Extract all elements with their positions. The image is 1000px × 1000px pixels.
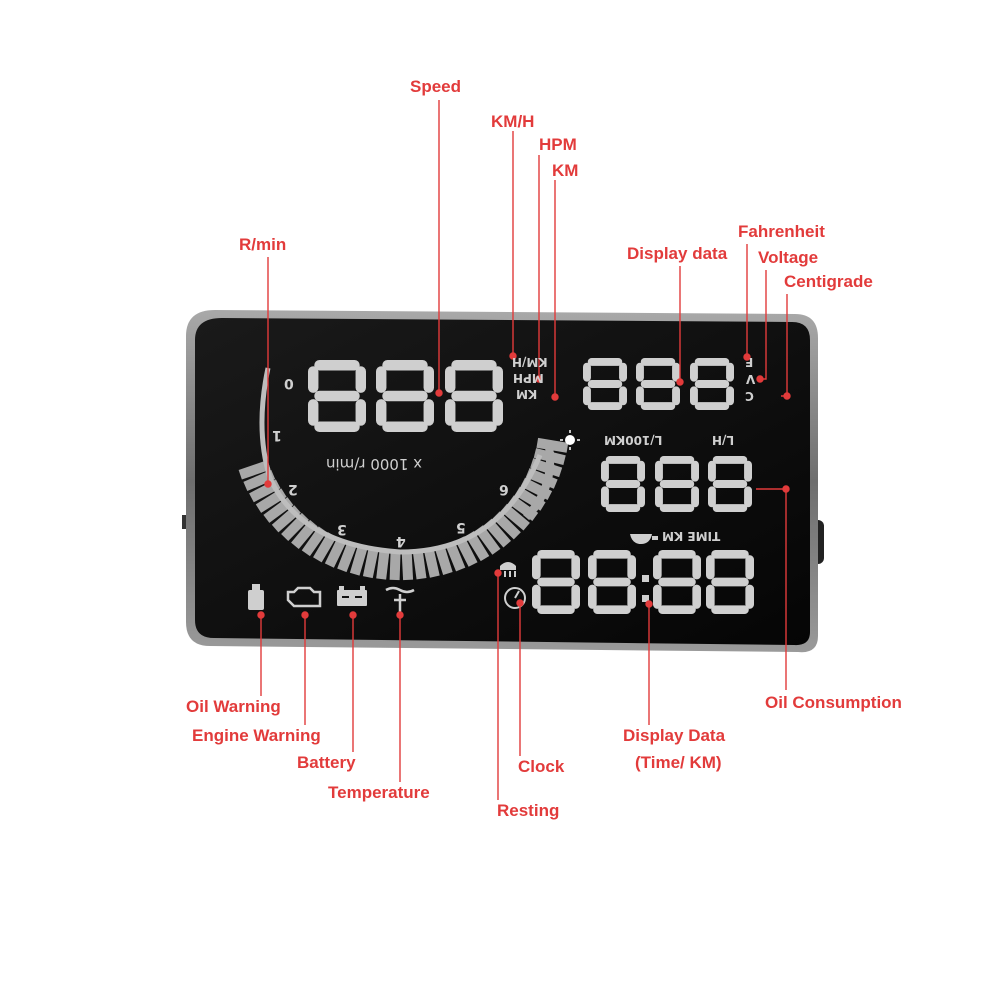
time-km-digit-3 [653,550,701,614]
speed-digit-1 [308,360,366,432]
oil-warning-icon [248,584,264,610]
time-km-digit-4 [706,550,754,614]
display-data-digit-2 [636,358,680,410]
rpm-tick-1: 1 [272,427,282,443]
display-data-digit-1 [583,358,627,410]
unit-f: F [745,355,754,369]
rpm-tick-6: 6 [499,481,509,497]
coffee-icon [630,534,658,544]
rpm-tick-5: 5 [456,519,466,535]
rpm-arc-line [259,367,543,555]
display-data-digits [583,358,734,410]
rpm-bar-segment [445,540,466,572]
callout-oil-warning: Oil Warning [186,697,281,716]
callout-display-data-time-line1: Display Data [623,726,726,745]
unit-c: C [745,389,754,403]
callout-speed: Speed [410,77,462,96]
rpm-scale-label: x 1000 r/min [326,455,423,473]
callout-voltage: Voltage [758,248,819,267]
callout-centigrade: Centigrade [784,272,873,291]
callout-resting: Resting [497,801,560,820]
callout-display-data: Display data [627,244,728,263]
oil-consumption-digit-3 [708,456,752,512]
rpm-bar-segment [401,550,414,581]
rpm-bar-segment [313,532,337,563]
rpm-bar-segment [324,537,347,568]
speed-digit-2 [376,360,434,432]
rpm-bar-segment [423,547,440,578]
rpm-bar-segment [376,549,390,580]
resting-icon [500,562,516,577]
time-km-label: TIME KM [662,529,721,543]
engine-warning-icon [286,586,322,608]
callout-fahrenheit: Fahrenheit [738,222,825,241]
callout-kmh: KM/H [491,112,535,131]
rpm-bar-segment [455,536,478,567]
rpm-bar-segment [544,440,555,458]
oil-consumption-digits [601,456,752,512]
speed-digit-3 [445,360,503,432]
callout-engine-warning: Engine Warning [192,726,321,745]
rpm-tick-4: 4 [396,533,406,549]
callout-display-data-time-line2: (Time/ KM) [635,753,722,772]
rpm-bar-segment [434,544,453,576]
callout-km: KM [552,161,579,180]
battery-icon [337,586,367,606]
time-km-digit-1 [532,550,580,614]
speed-display [308,360,503,432]
rpm-bar-segment [337,541,357,573]
time-km-digits [532,550,754,614]
callout-clock: Clock [518,757,565,776]
light-sensor-icon [560,430,580,450]
callout-oil-consumption: Oil Consumption [765,693,902,712]
callout-temperature: Temperature [328,783,430,802]
time-colon-bottom [642,595,649,602]
rpm-bar-segment [412,549,427,580]
rpm-bar-segment [389,550,401,581]
unit-kmh: KM/H [512,355,548,369]
rpm-bar-segment [238,460,271,480]
time-km-digit-2 [588,550,636,614]
callout-rmin: R/min [239,235,287,254]
rpm-tick-3: 3 [337,521,347,537]
unit-l-100km: L/100KM [604,433,663,447]
callout-battery: Battery [297,753,356,772]
callout-hpm: HPM [539,135,577,154]
rpm-tick-2: 2 [288,481,298,497]
time-colon-top [642,575,649,582]
leader-lines [257,100,791,800]
rpm-bar-segment [362,547,379,579]
unit-km: KM [516,387,538,401]
oil-consumption-digit-2 [655,456,699,512]
rpm-bar-segment [349,545,368,576]
rpm-tick-0: 0 [284,375,294,391]
unit-l-h: L/H [712,433,735,447]
unit-v: V [746,372,756,386]
clock-icon [504,587,526,609]
oil-consumption-digit-1 [601,456,645,512]
unit-mph: MPH [513,371,544,385]
display-data-digit-3 [690,358,734,410]
temperature-icon [385,586,415,612]
